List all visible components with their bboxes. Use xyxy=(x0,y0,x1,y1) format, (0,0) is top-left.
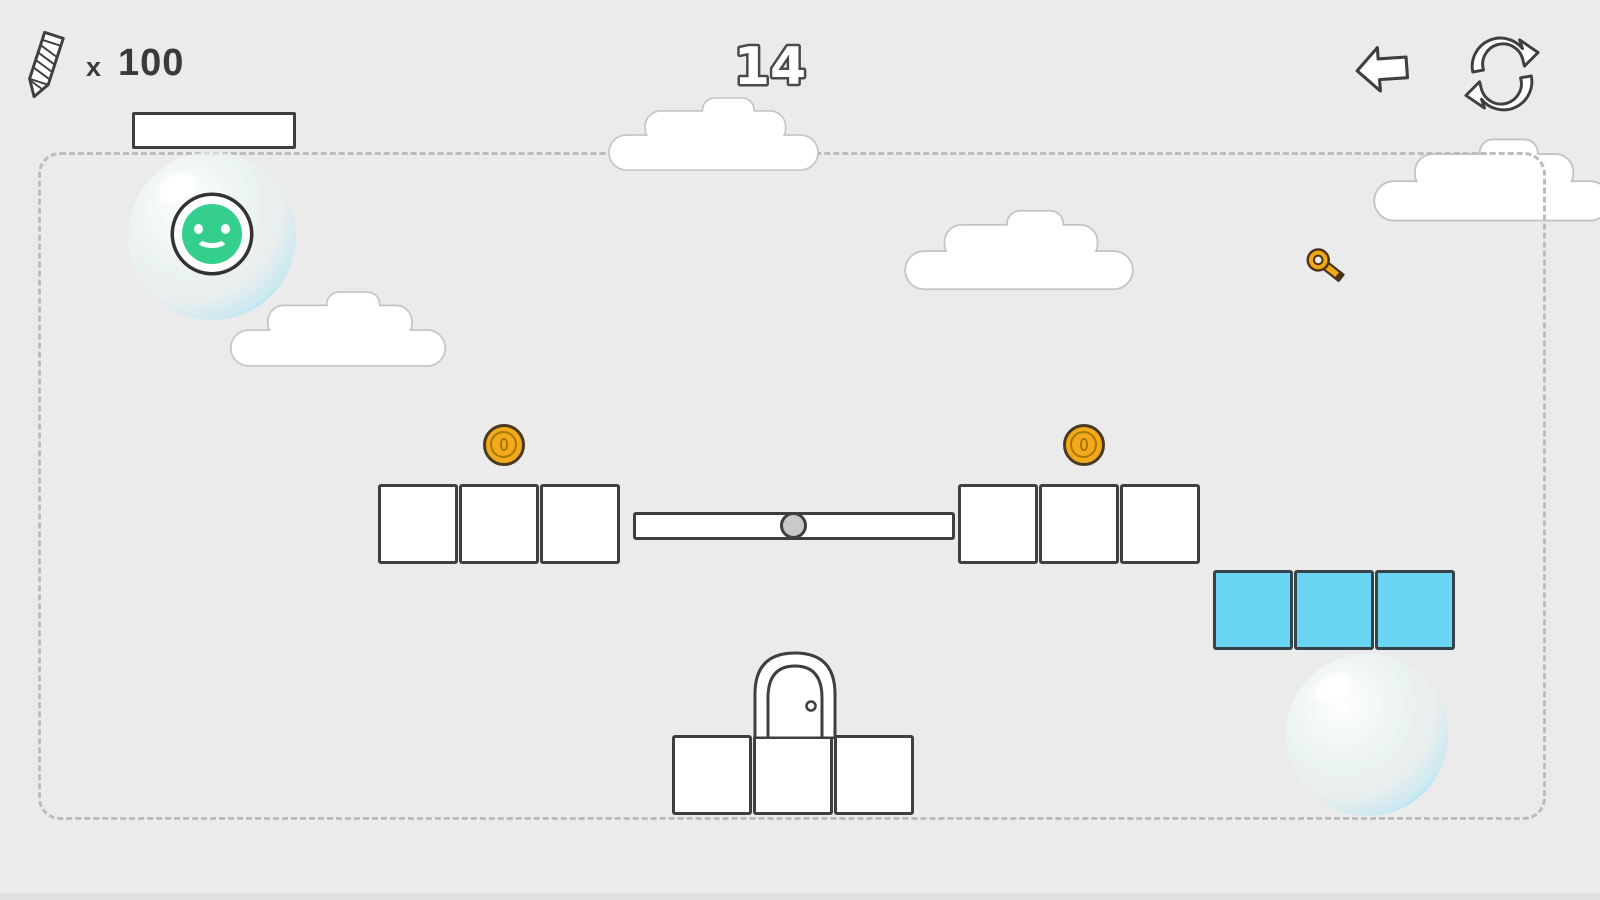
block xyxy=(958,484,1038,564)
cloud xyxy=(904,209,1134,291)
block xyxy=(540,484,620,564)
block-group-top-left xyxy=(378,484,620,564)
coin-icon xyxy=(1063,424,1105,466)
smiley-face xyxy=(182,204,242,264)
cloud xyxy=(608,97,819,171)
block xyxy=(753,735,833,815)
block xyxy=(1213,570,1293,650)
key-icon xyxy=(1306,248,1345,283)
block xyxy=(459,484,539,564)
smiley-eye xyxy=(194,224,203,234)
pencil-multiplier: x xyxy=(86,52,102,82)
coin-icon xyxy=(483,424,525,466)
empty-bubble xyxy=(1286,654,1448,816)
block xyxy=(1039,484,1119,564)
smiley-face-bubble xyxy=(128,152,296,320)
pencil-icon xyxy=(28,30,65,99)
smiley-eye xyxy=(221,224,230,234)
block xyxy=(834,735,914,815)
back-arrow-icon[interactable] xyxy=(1354,42,1412,96)
block xyxy=(378,484,458,564)
block-group-blue xyxy=(1213,570,1455,650)
cloud xyxy=(229,291,447,367)
block xyxy=(1120,484,1200,564)
smiley-mouth xyxy=(195,228,229,248)
door xyxy=(753,651,837,739)
start-platform xyxy=(132,112,296,149)
block-group-top-right xyxy=(958,484,1200,564)
block xyxy=(1294,570,1374,650)
svg-text:14: 14 xyxy=(734,37,806,97)
restart-icon[interactable] xyxy=(1464,30,1542,114)
seesaw-pivot xyxy=(780,512,807,539)
bottom-edge xyxy=(0,893,1600,900)
level-number: 14 xyxy=(731,35,808,100)
pencil-count: 100 xyxy=(118,42,185,84)
block-group-bottom xyxy=(672,735,914,815)
block xyxy=(1375,570,1455,650)
block xyxy=(672,735,752,815)
